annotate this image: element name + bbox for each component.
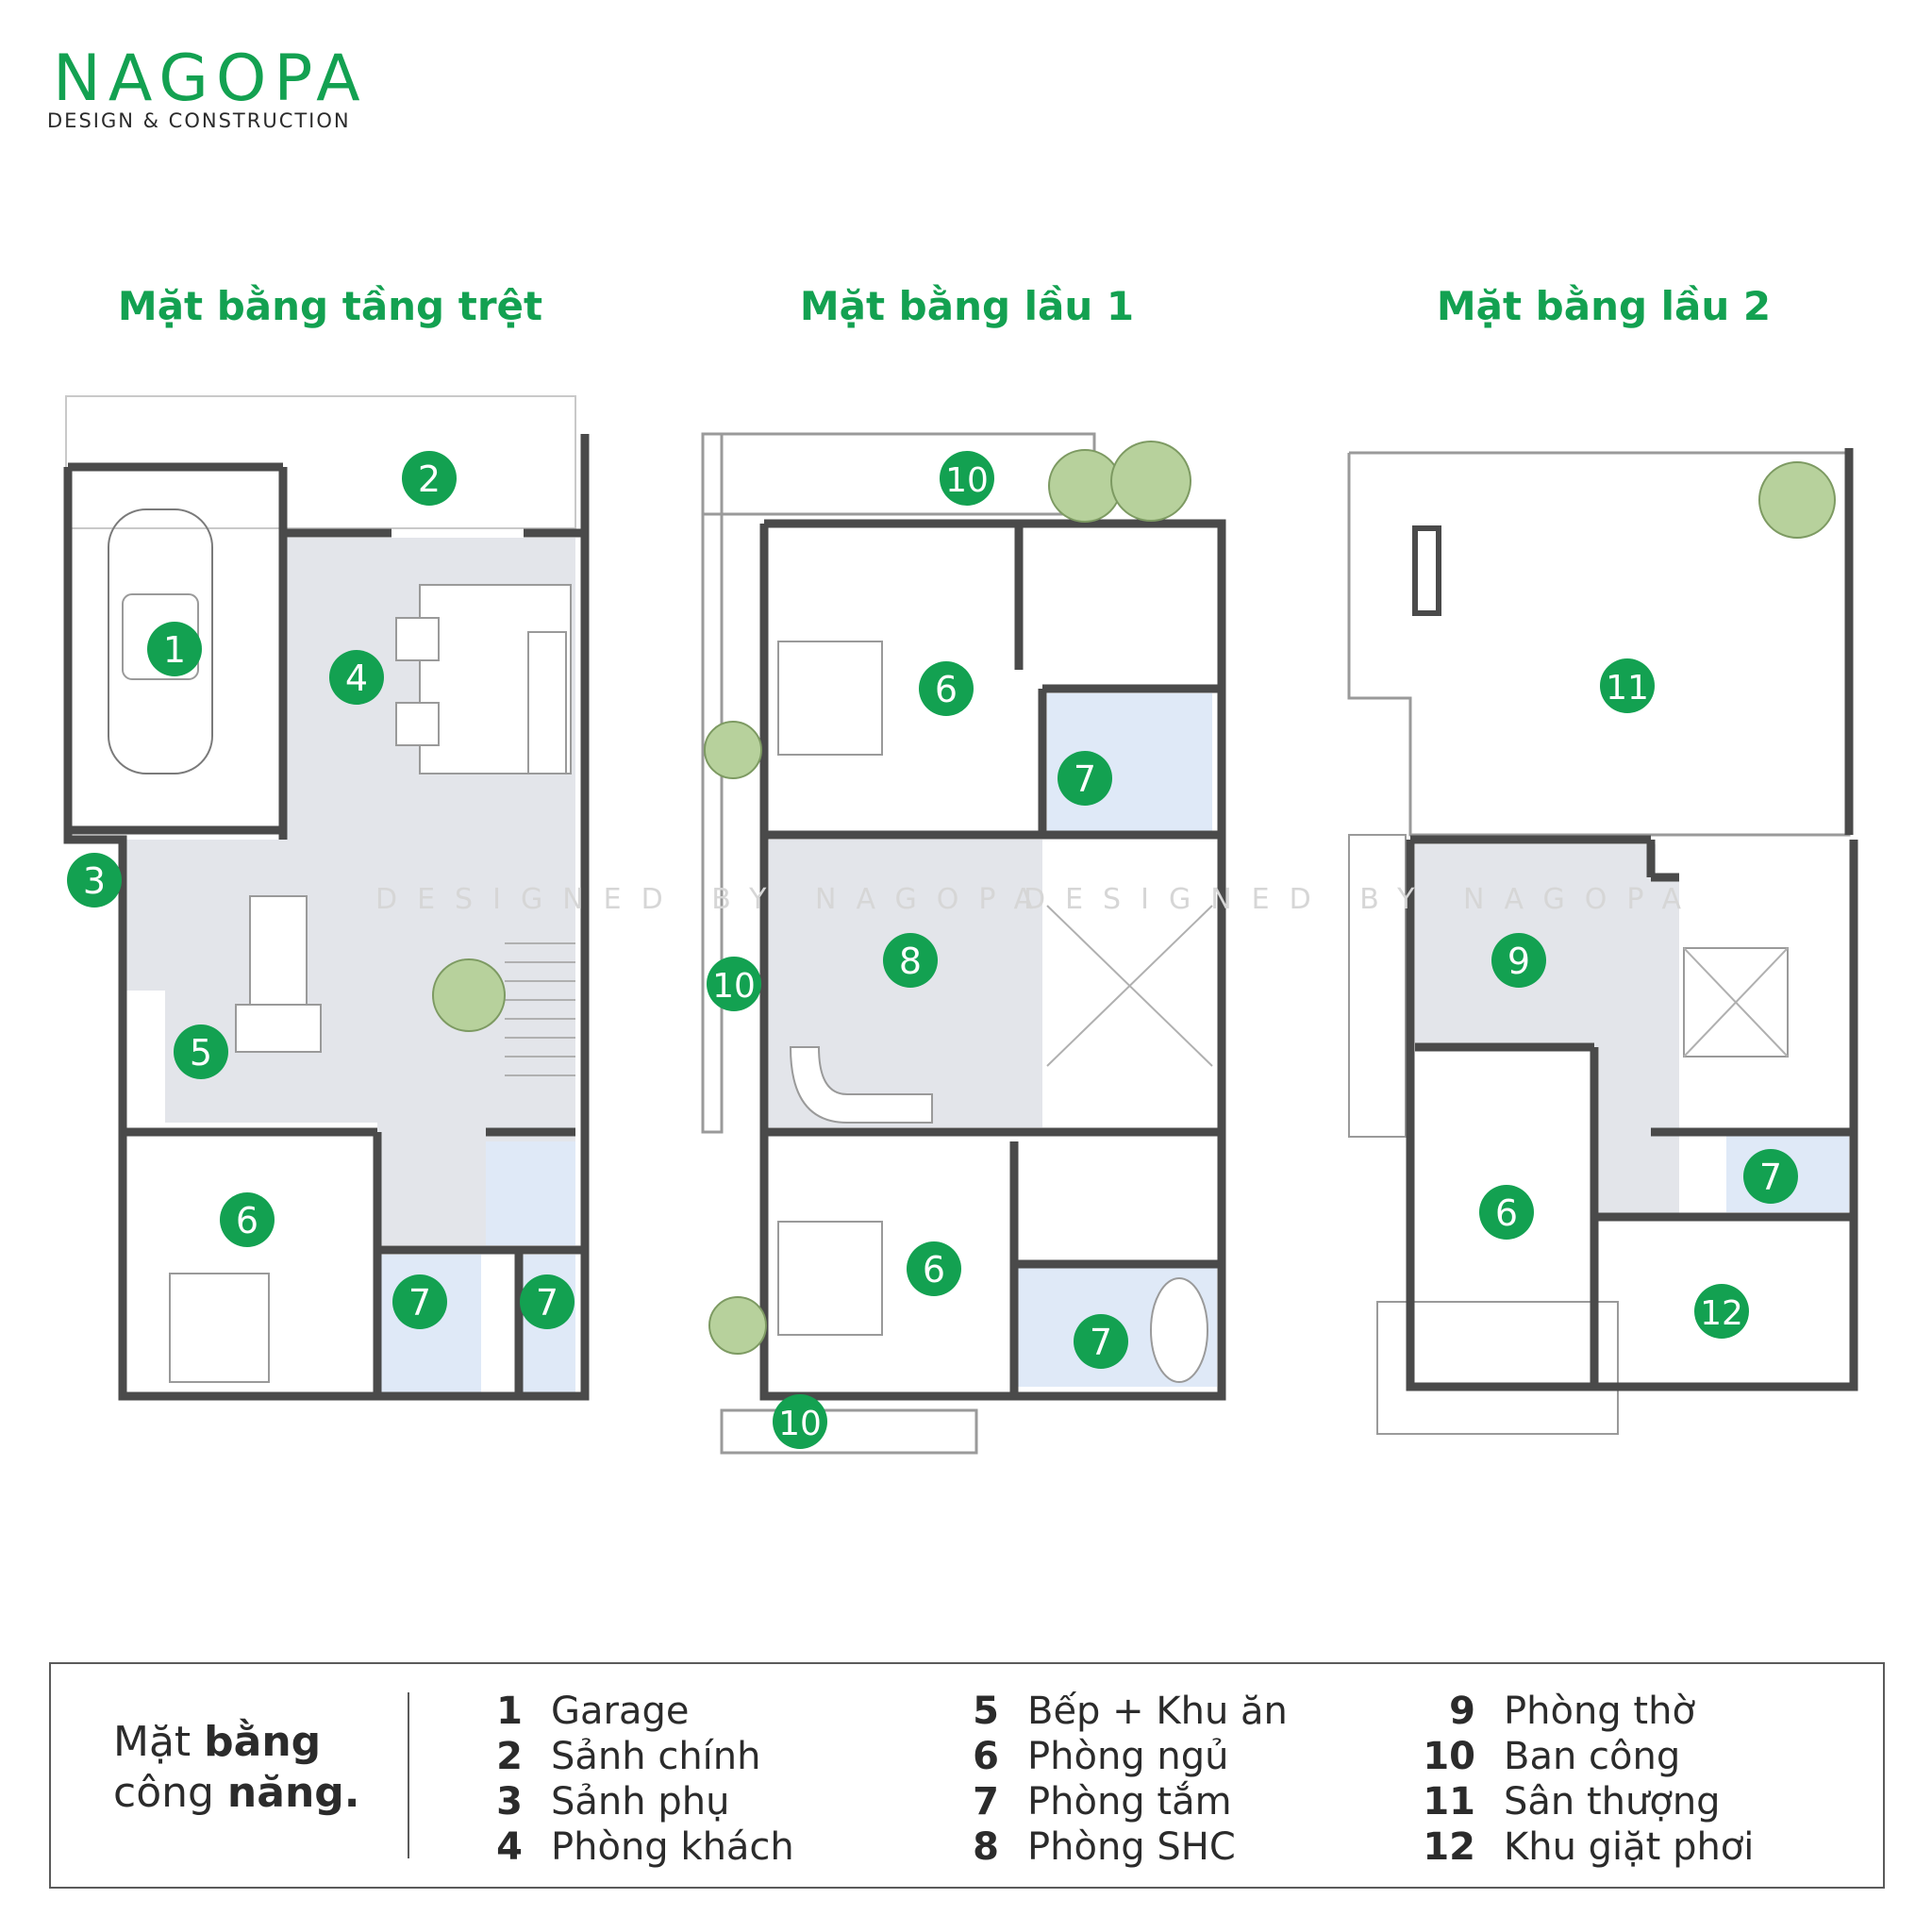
plan-title-floor2: Mặt bằng lầu 2 (1436, 283, 1772, 329)
svg-text:7: 7 (1090, 1322, 1112, 1363)
marker-ground-4: 4 (329, 650, 384, 705)
legend-title-part: công (113, 1769, 227, 1817)
marker-ground-7b: 7 (520, 1274, 575, 1329)
marker-floor1-6a: 6 (919, 661, 974, 716)
legend-title-bold: năng. (226, 1769, 360, 1817)
svg-text:5: 5 (190, 1032, 212, 1074)
legend-divider (408, 1692, 409, 1858)
svg-text:12: 12 (1700, 1294, 1743, 1333)
legend-title: Mặt bằng công năng. (113, 1717, 359, 1819)
plan-floor-2 (1347, 448, 1858, 1435)
legend-title-part: Mặt (113, 1718, 205, 1766)
plan-title-ground: Mặt bằng tầng trệt (117, 283, 543, 329)
marker-floor1-6b: 6 (907, 1241, 961, 1296)
marker-floor1-10c: 10 (773, 1394, 827, 1449)
marker-floor2-6: 6 (1479, 1185, 1534, 1240)
svg-text:7: 7 (536, 1282, 558, 1324)
watermark-right: DESIGNED BY NAGOPA (1024, 883, 1702, 916)
svg-text:7: 7 (1074, 758, 1096, 800)
svg-text:7: 7 (408, 1282, 431, 1324)
marker-ground-7a: 7 (392, 1274, 447, 1329)
svg-text:6: 6 (236, 1200, 258, 1241)
svg-text:10: 10 (712, 967, 756, 1006)
marker-ground-3: 3 (67, 853, 122, 908)
marker-floor2-12: 12 (1694, 1284, 1749, 1339)
svg-text:10: 10 (778, 1405, 822, 1443)
plan-title-floor1: Mặt bằng lầu 1 (799, 283, 1135, 329)
svg-text:6: 6 (923, 1249, 945, 1291)
room-markers: 1 2 3 4 5 6 7 7 10 6 7 10 8 6 7 10 11 9 … (67, 451, 1798, 1449)
svg-text:9: 9 (1507, 941, 1530, 982)
svg-text:8: 8 (899, 941, 922, 982)
legend-title-bold: bằng (204, 1718, 322, 1766)
marker-ground-5: 5 (174, 1024, 228, 1079)
marker-ground-1: 1 (147, 622, 202, 676)
plan-floor-1 (701, 432, 1226, 1455)
svg-text:2: 2 (418, 458, 441, 500)
marker-floor2-9: 9 (1491, 933, 1546, 988)
marker-ground-2: 2 (402, 451, 457, 506)
svg-text:7: 7 (1759, 1157, 1782, 1198)
svg-text:3: 3 (83, 860, 106, 902)
svg-text:10: 10 (945, 461, 989, 500)
marker-floor2-7: 7 (1743, 1149, 1798, 1204)
brand-tagline: DESIGN & CONSTRUCTION (47, 109, 351, 132)
plan-ground-floor (63, 395, 590, 1401)
marker-floor1-7a: 7 (1058, 751, 1112, 806)
marker-floor2-11: 11 (1600, 658, 1655, 713)
marker-ground-6: 6 (220, 1192, 275, 1247)
marker-floor1-10a: 10 (940, 451, 994, 506)
marker-floor1-10b: 10 (707, 957, 761, 1011)
svg-text:1: 1 (163, 629, 186, 671)
marker-floor1-8: 8 (883, 933, 938, 988)
brand-name: NAGOPA (53, 42, 368, 116)
svg-text:4: 4 (345, 658, 368, 699)
svg-text:6: 6 (935, 669, 958, 710)
marker-floor1-7b: 7 (1074, 1314, 1128, 1369)
svg-text:11: 11 (1606, 669, 1649, 708)
watermark-left: DESIGNED BY NAGOPA (375, 883, 1054, 916)
svg-text:6: 6 (1495, 1192, 1518, 1234)
